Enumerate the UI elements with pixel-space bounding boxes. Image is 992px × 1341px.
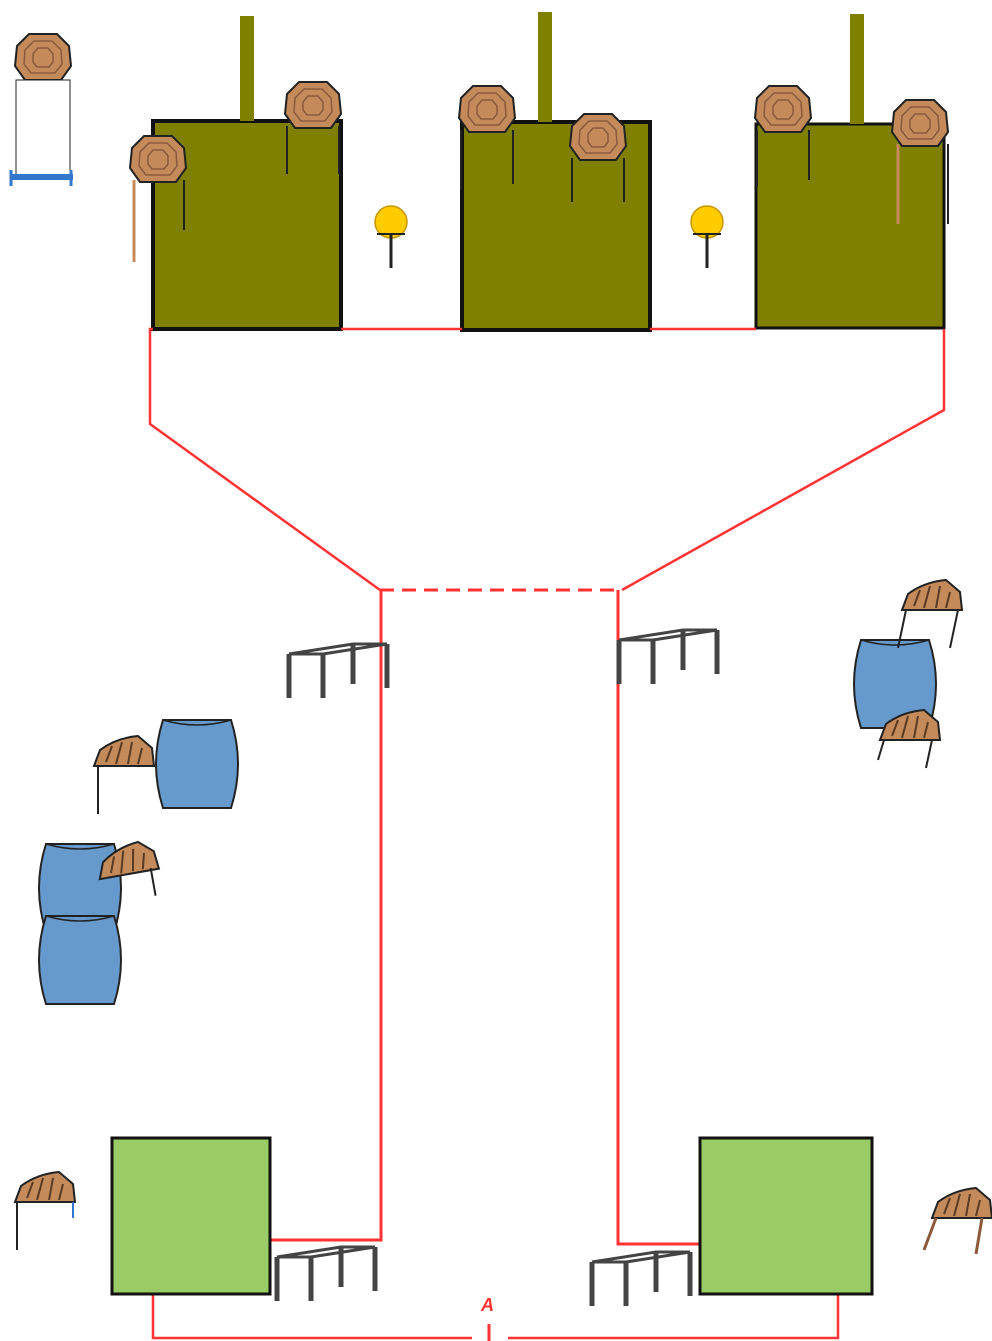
hardcover-target-icon (14, 1171, 76, 1250)
barrel-icon (38, 915, 122, 1005)
hardcover-target-icon (897, 579, 963, 649)
barrel-icon (155, 719, 239, 809)
point-a-label: A (480, 1295, 494, 1315)
hardcover-target-icon (93, 838, 160, 896)
target-icon (458, 85, 516, 190)
olive-barricade-center (460, 12, 652, 332)
target-icon (129, 135, 187, 262)
olive-barricade-right (754, 14, 946, 330)
hardcover-target-icon (93, 735, 155, 814)
target-icon (891, 99, 949, 224)
green-barricade-left (110, 1136, 272, 1296)
table-icon (619, 630, 717, 684)
target-icon (754, 85, 812, 186)
target-icon (569, 113, 627, 202)
point-a-marker: A (480, 1295, 494, 1341)
light-icon (373, 204, 409, 270)
table-icon (592, 1252, 690, 1306)
table-icon (277, 1247, 375, 1301)
light-icon (689, 204, 725, 270)
hardcover-target-icon (922, 1187, 992, 1255)
route-outline (148, 327, 946, 1340)
table-icon (289, 644, 387, 698)
target-icon (9, 33, 73, 186)
target-icon (284, 81, 342, 174)
green-barricade-right (698, 1136, 874, 1296)
hardcover-target-icon (877, 709, 941, 769)
